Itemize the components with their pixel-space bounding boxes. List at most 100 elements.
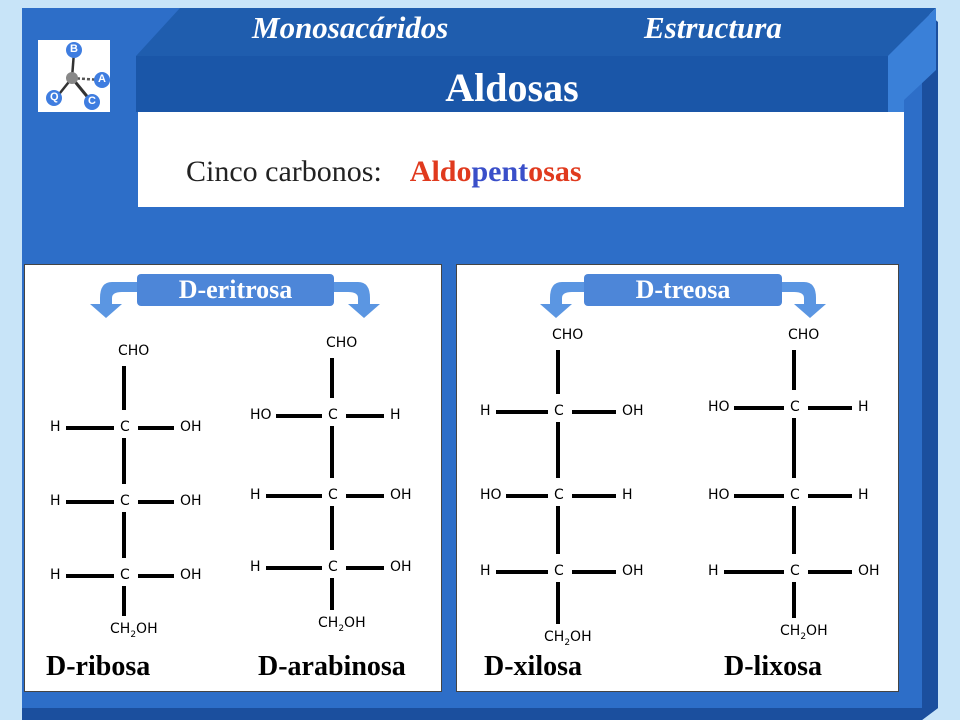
vertical-bond	[556, 350, 560, 394]
carbon-atom: C	[328, 407, 338, 423]
horizontal-bond	[734, 406, 784, 410]
vertical-bond	[330, 506, 334, 550]
highlight-pent: pent	[471, 155, 529, 188]
horizontal-bond	[346, 414, 384, 418]
right-substituent: OH	[390, 559, 412, 575]
subtitle-highlight: Aldopentosas	[410, 155, 582, 188]
header-right-text: Estructura	[644, 10, 782, 45]
molecule-name: D-arabinosa	[258, 651, 406, 682]
logo-letter-q: Q	[50, 91, 59, 103]
vertical-bond	[556, 506, 560, 554]
header-left-text: Monosacáridos	[252, 10, 449, 45]
left-substituent: H	[250, 559, 261, 575]
carbon-atom: C	[790, 399, 800, 415]
vertical-bond	[122, 586, 126, 616]
carbon-atom: C	[790, 563, 800, 579]
page-title: Aldosas	[445, 65, 579, 110]
horizontal-bond	[724, 570, 784, 574]
vertical-bond	[792, 582, 796, 618]
vertical-bond	[330, 578, 334, 610]
left-substituent: H	[480, 563, 491, 579]
carbon-atom: C	[790, 487, 800, 503]
horizontal-bond	[572, 494, 616, 498]
logo-letter-c: C	[88, 95, 96, 107]
right-substituent: OH	[180, 419, 202, 435]
horizontal-bond	[572, 410, 616, 414]
parent-label-eritrosa: D-eritrosa	[137, 274, 334, 306]
aldehyde-group: CHO	[552, 327, 584, 343]
parent-label-treosa: D-treosa	[584, 274, 782, 306]
horizontal-bond	[266, 494, 322, 498]
horizontal-bond	[66, 574, 114, 578]
horizontal-bond	[66, 426, 114, 430]
horizontal-bond	[138, 500, 174, 504]
left-substituent: HO	[250, 407, 272, 423]
hydroxymethyl-group: CH2OH	[110, 621, 158, 640]
left-substituent: H	[708, 563, 719, 579]
left-substituent: H	[250, 487, 261, 503]
horizontal-bond	[138, 574, 174, 578]
left-substituent: HO	[708, 399, 730, 415]
molecule-name: D-xilosa	[484, 651, 582, 682]
right-substituent: OH	[622, 563, 644, 579]
horizontal-bond	[276, 414, 322, 418]
horizontal-bond	[572, 570, 616, 574]
panel-treosa	[456, 264, 899, 692]
vertical-bond	[122, 512, 126, 558]
horizontal-bond	[734, 494, 784, 498]
left-substituent: H	[50, 567, 61, 583]
right-substituent: OH	[180, 493, 202, 509]
molecule-logo: B A C Q	[38, 40, 110, 112]
vertical-bond	[556, 422, 560, 478]
carbon-atom: C	[120, 493, 130, 509]
carbon-atom: C	[328, 559, 338, 575]
horizontal-bond	[808, 406, 852, 410]
hydroxymethyl-group: CH2OH	[318, 615, 366, 634]
right-substituent: OH	[622, 403, 644, 419]
right-substituent: H	[858, 487, 869, 503]
horizontal-bond	[496, 570, 548, 574]
right-substituent: H	[622, 487, 633, 503]
carbon-atom: C	[328, 487, 338, 503]
highlight-aldo: Aldo	[409, 155, 472, 188]
vertical-bond	[792, 506, 796, 554]
subtitle-label: Cinco carbonos:	[186, 155, 382, 188]
highlight-osas: osas	[528, 155, 582, 188]
left-substituent: H	[50, 493, 61, 509]
horizontal-bond	[808, 494, 852, 498]
vertical-bond	[122, 366, 126, 410]
left-substituent: H	[480, 403, 491, 419]
aldehyde-group: CHO	[326, 335, 358, 351]
vertical-bond	[122, 438, 126, 484]
right-substituent: H	[390, 407, 401, 423]
hydroxymethyl-group: CH2OH	[544, 629, 592, 648]
carbon-atom: C	[120, 419, 130, 435]
panel-eritrosa	[24, 264, 442, 692]
logo-letter-a: A	[98, 73, 106, 85]
aldehyde-group: CHO	[788, 327, 820, 343]
aldehyde-group: CHO	[118, 343, 150, 359]
horizontal-bond	[66, 500, 114, 504]
vertical-bond	[556, 582, 560, 624]
right-substituent: OH	[390, 487, 412, 503]
horizontal-bond	[266, 566, 322, 570]
logo-letter-b: B	[70, 43, 78, 55]
right-substituent: H	[858, 399, 869, 415]
vertical-bond	[330, 358, 334, 398]
right-substituent: OH	[180, 567, 202, 583]
carbon-atom: C	[554, 487, 564, 503]
horizontal-bond	[138, 426, 174, 430]
left-substituent: HO	[708, 487, 730, 503]
subtitle-box	[138, 112, 904, 207]
vertical-bond	[792, 350, 796, 390]
hydroxymethyl-group: CH2OH	[780, 623, 828, 642]
horizontal-bond	[346, 566, 384, 570]
vertical-bond	[330, 426, 334, 478]
horizontal-bond	[496, 410, 548, 414]
horizontal-bond	[808, 570, 852, 574]
subtitle: Cinco carbonos: Aldopentosas	[186, 157, 582, 187]
carbon-atom: C	[554, 403, 564, 419]
right-substituent: OH	[858, 563, 880, 579]
molecule-name: D-ribosa	[46, 651, 151, 682]
vertical-bond	[792, 418, 796, 478]
